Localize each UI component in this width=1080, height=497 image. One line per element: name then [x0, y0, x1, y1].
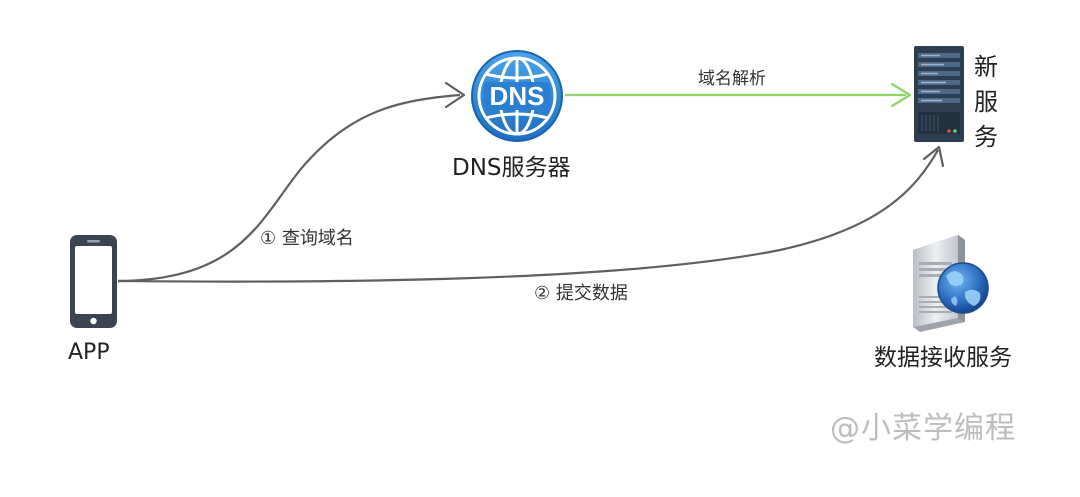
dns-icon-text: DNS: [490, 81, 545, 111]
arrowhead-resolve: [890, 82, 912, 108]
web-server-globe-icon: [913, 235, 989, 332]
phone-icon: [70, 235, 117, 328]
edge-submit-label: ② 提交数据: [534, 283, 628, 304]
server-rack-icon: [914, 46, 964, 142]
edge-submit: [117, 145, 945, 283]
app-label: APP: [68, 340, 110, 365]
arrowhead-query: [444, 81, 466, 109]
arrowhead-submit: [922, 145, 945, 168]
edge-query: [117, 81, 466, 283]
new-service-label: 新服务: [974, 53, 998, 151]
edge-resolve: [565, 82, 912, 108]
receive-service-label: 数据接收服务: [874, 345, 1012, 371]
dns-globe-icon: DNS: [471, 50, 563, 142]
watermark: @小菜学编程: [830, 411, 1016, 446]
edge-query-label: ① 查询域名: [260, 228, 354, 249]
edge-resolve-label: 域名解析: [698, 69, 766, 89]
dns-server-label: DNS服务器: [452, 155, 571, 181]
